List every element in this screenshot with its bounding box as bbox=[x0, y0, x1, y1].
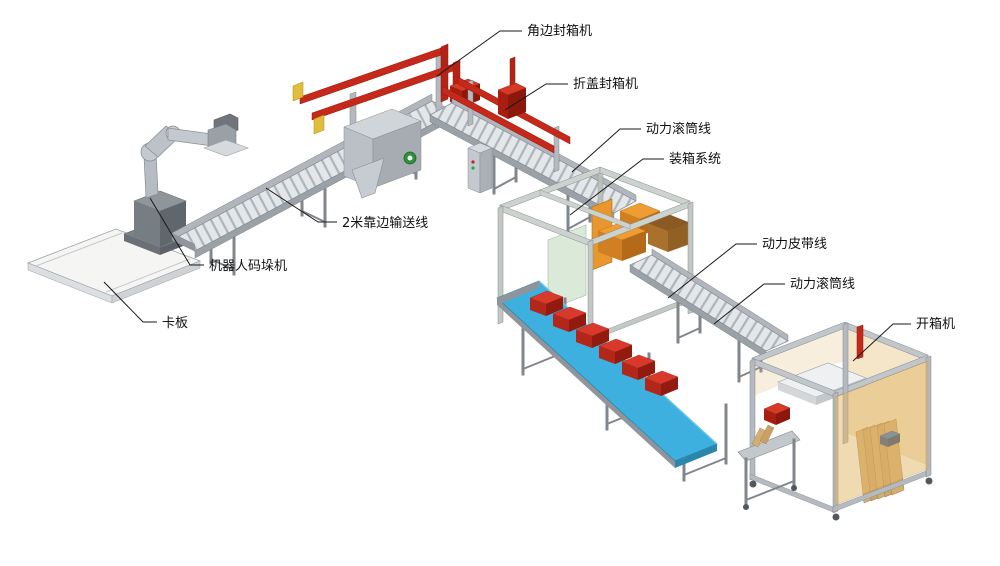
red-cases-on-belt bbox=[529, 290, 679, 396]
callout-roller-line-right: 动力滚筒线 bbox=[713, 276, 855, 325]
belt-conveyor bbox=[496, 280, 728, 482]
caster-wheel bbox=[832, 513, 840, 521]
callout-roller-line-top: 动力滚筒线 bbox=[571, 121, 711, 173]
label-belt-line: 动力皮带线 bbox=[762, 237, 827, 252]
label-pallet: 卡板 bbox=[162, 316, 188, 331]
label-case-erector: 开箱机 bbox=[916, 316, 955, 332]
callout-packing-system: 装箱系统 bbox=[569, 151, 721, 216]
caster-wheel bbox=[925, 477, 933, 485]
label-edge-conveyor: 2米靠边输送线 bbox=[342, 215, 428, 231]
label-corner-sealer: 角边封箱机 bbox=[527, 23, 592, 39]
flap-sealer-machine bbox=[441, 56, 571, 194]
caster-wheel bbox=[743, 504, 749, 510]
corner-sealer-machine bbox=[292, 43, 481, 199]
label-flap-sealer: 折盖封箱机 bbox=[573, 76, 638, 92]
label-roller-line-right: 动力滚筒线 bbox=[790, 276, 855, 292]
caster-wheel bbox=[791, 485, 797, 491]
callout-flap-sealer: 折盖封箱机 bbox=[504, 76, 638, 111]
right-roller-line bbox=[629, 248, 789, 383]
callout-edge-conveyor: 2米靠边输送线 bbox=[265, 187, 428, 231]
label-roller-line-top: 动力滚筒线 bbox=[646, 121, 711, 137]
label-packing-system: 装箱系统 bbox=[669, 151, 721, 167]
callout-pallet: 卡板 bbox=[103, 281, 188, 331]
palletizing-robot bbox=[123, 113, 249, 255]
callout-corner-sealer: 角边封箱机 bbox=[436, 23, 592, 77]
callout-robot-palletizer: 机器人码垛机 bbox=[149, 197, 287, 274]
callout-case-erector: 开箱机 bbox=[852, 316, 955, 362]
label-robot-palletizer: 机器人码垛机 bbox=[209, 259, 287, 274]
case-erector-machine bbox=[737, 321, 933, 521]
caster-wheel bbox=[749, 480, 757, 488]
callout-belt-line: 动力皮带线 bbox=[667, 237, 827, 299]
